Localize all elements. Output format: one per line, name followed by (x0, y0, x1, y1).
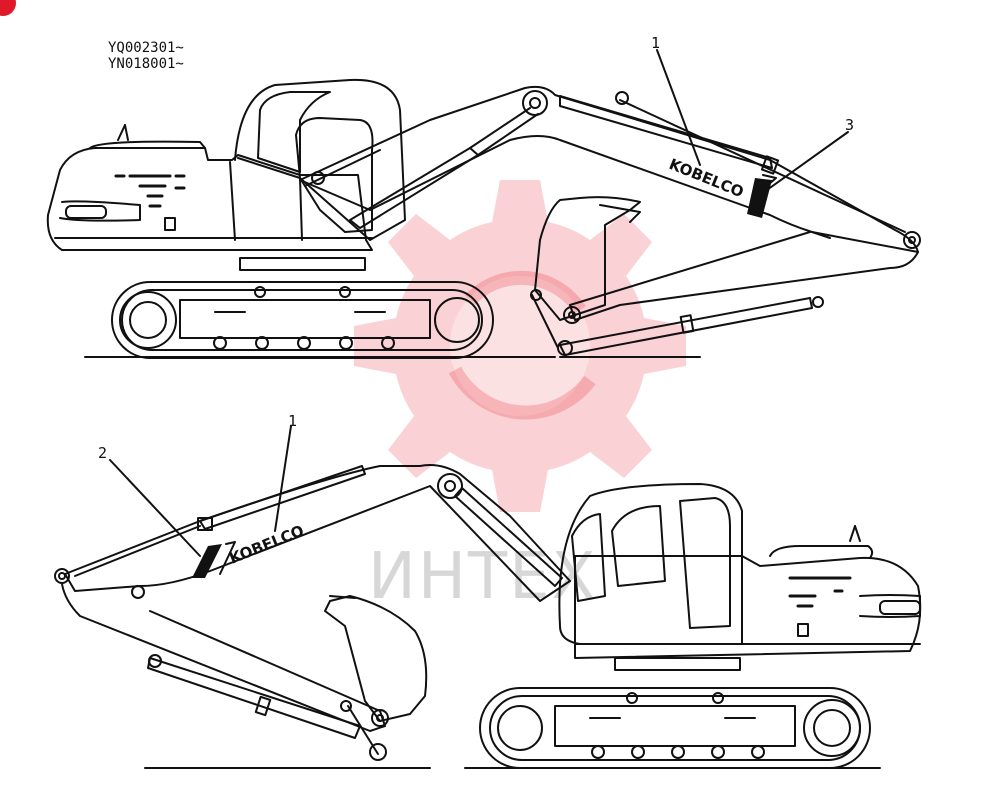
serial-range-2: YN018001~ (108, 56, 184, 72)
callout-2-bottom: 2 (98, 444, 108, 462)
decal-kobelco-bottom: KOBELCO (227, 522, 307, 568)
corner-marker (0, 0, 16, 16)
callout-3-top: 3 (845, 116, 855, 134)
callout-1-bottom: 1 (288, 412, 298, 430)
watermark-text: ИНТЕХ (368, 540, 598, 614)
serial-range-1: YQ002301~ (108, 40, 184, 56)
excavator-right-side-view: KOBELCO (46, 49, 921, 359)
excavator-left-side-view: KOBELCO (54, 425, 922, 769)
decal-kobelco-top: KOBELCO (667, 155, 747, 201)
callout-1-top: 1 (651, 34, 661, 52)
